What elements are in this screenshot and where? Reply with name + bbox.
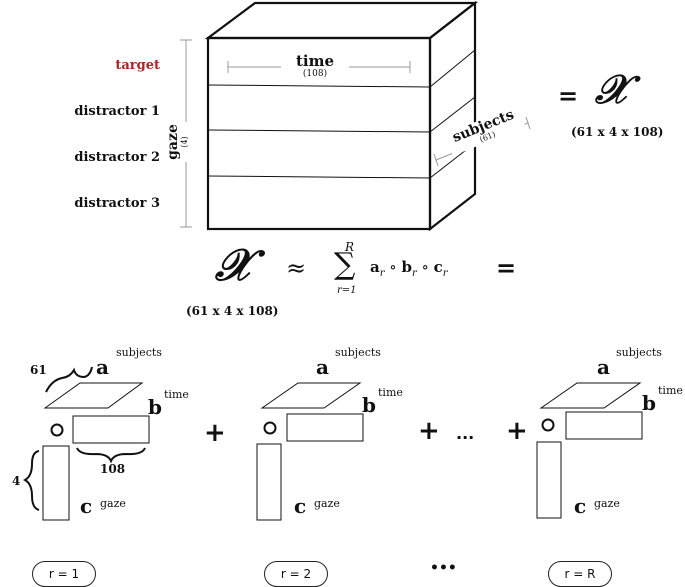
c1-sup: gaze	[100, 497, 126, 510]
approx-symbol: ≈	[286, 254, 307, 282]
b2-sup: time	[378, 386, 403, 399]
tensor-symbol-top: 𝒳	[595, 66, 630, 113]
a2-sup: subjects	[335, 346, 381, 359]
time-label-text: time	[295, 52, 335, 70]
term-a-mid: a	[370, 258, 380, 276]
tensor-dims-mid: (61 x 4 x 108)	[186, 304, 279, 318]
term-c-mid: c	[433, 258, 443, 276]
plus-1: +	[204, 418, 226, 448]
subjects-vector-aR	[539, 382, 642, 409]
slice-line	[207, 175, 431, 179]
b2-letter: b	[362, 393, 376, 417]
equals-top: =	[558, 82, 579, 110]
dim-subjects-label: 61	[30, 363, 47, 377]
aR-letter: a	[597, 355, 610, 379]
tensor-front-face	[206, 36, 432, 231]
gaze-vector-cR	[536, 441, 562, 519]
tensor-symbol-mid: 𝒳	[215, 240, 253, 291]
dim-gaze-label: 4	[12, 474, 21, 488]
brace-gaze	[22, 450, 40, 511]
gaze-label-text: gaze	[165, 124, 181, 160]
time-vector-b2	[286, 413, 364, 442]
component-rR	[536, 382, 643, 519]
row-label-distractor-3: distractor 3	[74, 196, 160, 211]
plus-2: +	[418, 416, 440, 446]
outer-product-circle	[50, 423, 64, 437]
slice-line-side	[429, 49, 476, 88]
circ-2: ∘	[421, 258, 429, 276]
c2-sup: gaze	[314, 497, 340, 510]
row-label-distractor-2: distractor 2	[74, 150, 160, 165]
time-vector-bR	[565, 411, 643, 440]
time-vector-b1	[72, 415, 150, 444]
subjects-vector-a2	[260, 382, 362, 409]
ellipsis-mid: ...	[456, 424, 475, 443]
time-dim-text: (108)	[302, 69, 328, 79]
b1-sup: time	[164, 388, 189, 401]
sum-upper: R	[345, 240, 355, 254]
slice-line-side	[429, 96, 476, 133]
brace-time	[76, 447, 146, 464]
rank-pill-R: r = R	[548, 561, 612, 587]
component-r2	[256, 382, 364, 521]
row-label-distractor-1: distractor 1	[74, 104, 160, 119]
sum-lower: r=1	[337, 285, 357, 296]
component-r1	[22, 366, 150, 521]
tensor-side-face	[428, 0, 477, 232]
outer-product-circle	[263, 421, 277, 435]
time-axis-label: time (108)	[281, 54, 349, 79]
dim-time-label: 108	[100, 462, 126, 476]
circ-1: ∘	[389, 258, 397, 276]
cR-letter: c	[574, 494, 587, 518]
a1-sup: subjects	[116, 346, 162, 359]
a2-letter: a	[316, 355, 329, 379]
slice-line	[207, 84, 431, 88]
rank-pill-1: r = 1	[32, 561, 96, 587]
cR-sup: gaze	[594, 497, 620, 510]
bR-letter: b	[642, 391, 656, 415]
gaze-dim-text: (4)	[180, 136, 189, 148]
brace-subjects	[45, 366, 93, 393]
gaze-vector-c2	[256, 443, 282, 521]
b1-letter: b	[148, 395, 162, 419]
c1-letter: c	[80, 494, 93, 518]
tensor-top-face	[204, 1, 479, 40]
sum-sign: ∑	[334, 247, 356, 282]
gaze-axis-label: gaze (4)	[165, 122, 206, 162]
subjects-vector-a1	[43, 382, 144, 409]
equals-mid: =	[496, 254, 517, 282]
slice-line	[207, 129, 431, 133]
sum-terms: ar ∘ br ∘ cr	[370, 258, 448, 279]
term-b-mid: b	[401, 258, 412, 276]
term-a-sub: r	[379, 268, 385, 279]
rank-ellipsis: •••	[430, 560, 457, 576]
row-label-target: target	[115, 58, 160, 73]
term-b-sub: r	[411, 268, 417, 279]
gaze-vector-c1	[42, 445, 70, 521]
term-c-sub: r	[442, 268, 448, 279]
bR-sup: time	[658, 384, 683, 397]
c2-letter: c	[294, 494, 307, 518]
plus-3: +	[506, 416, 528, 446]
tensor-dims-top: (61 x 4 x 108)	[571, 125, 664, 139]
aR-sup: subjects	[616, 346, 662, 359]
rank-pill-2: r = 2	[264, 561, 328, 587]
a1-letter: a	[96, 355, 109, 379]
outer-product-circle	[541, 418, 555, 432]
